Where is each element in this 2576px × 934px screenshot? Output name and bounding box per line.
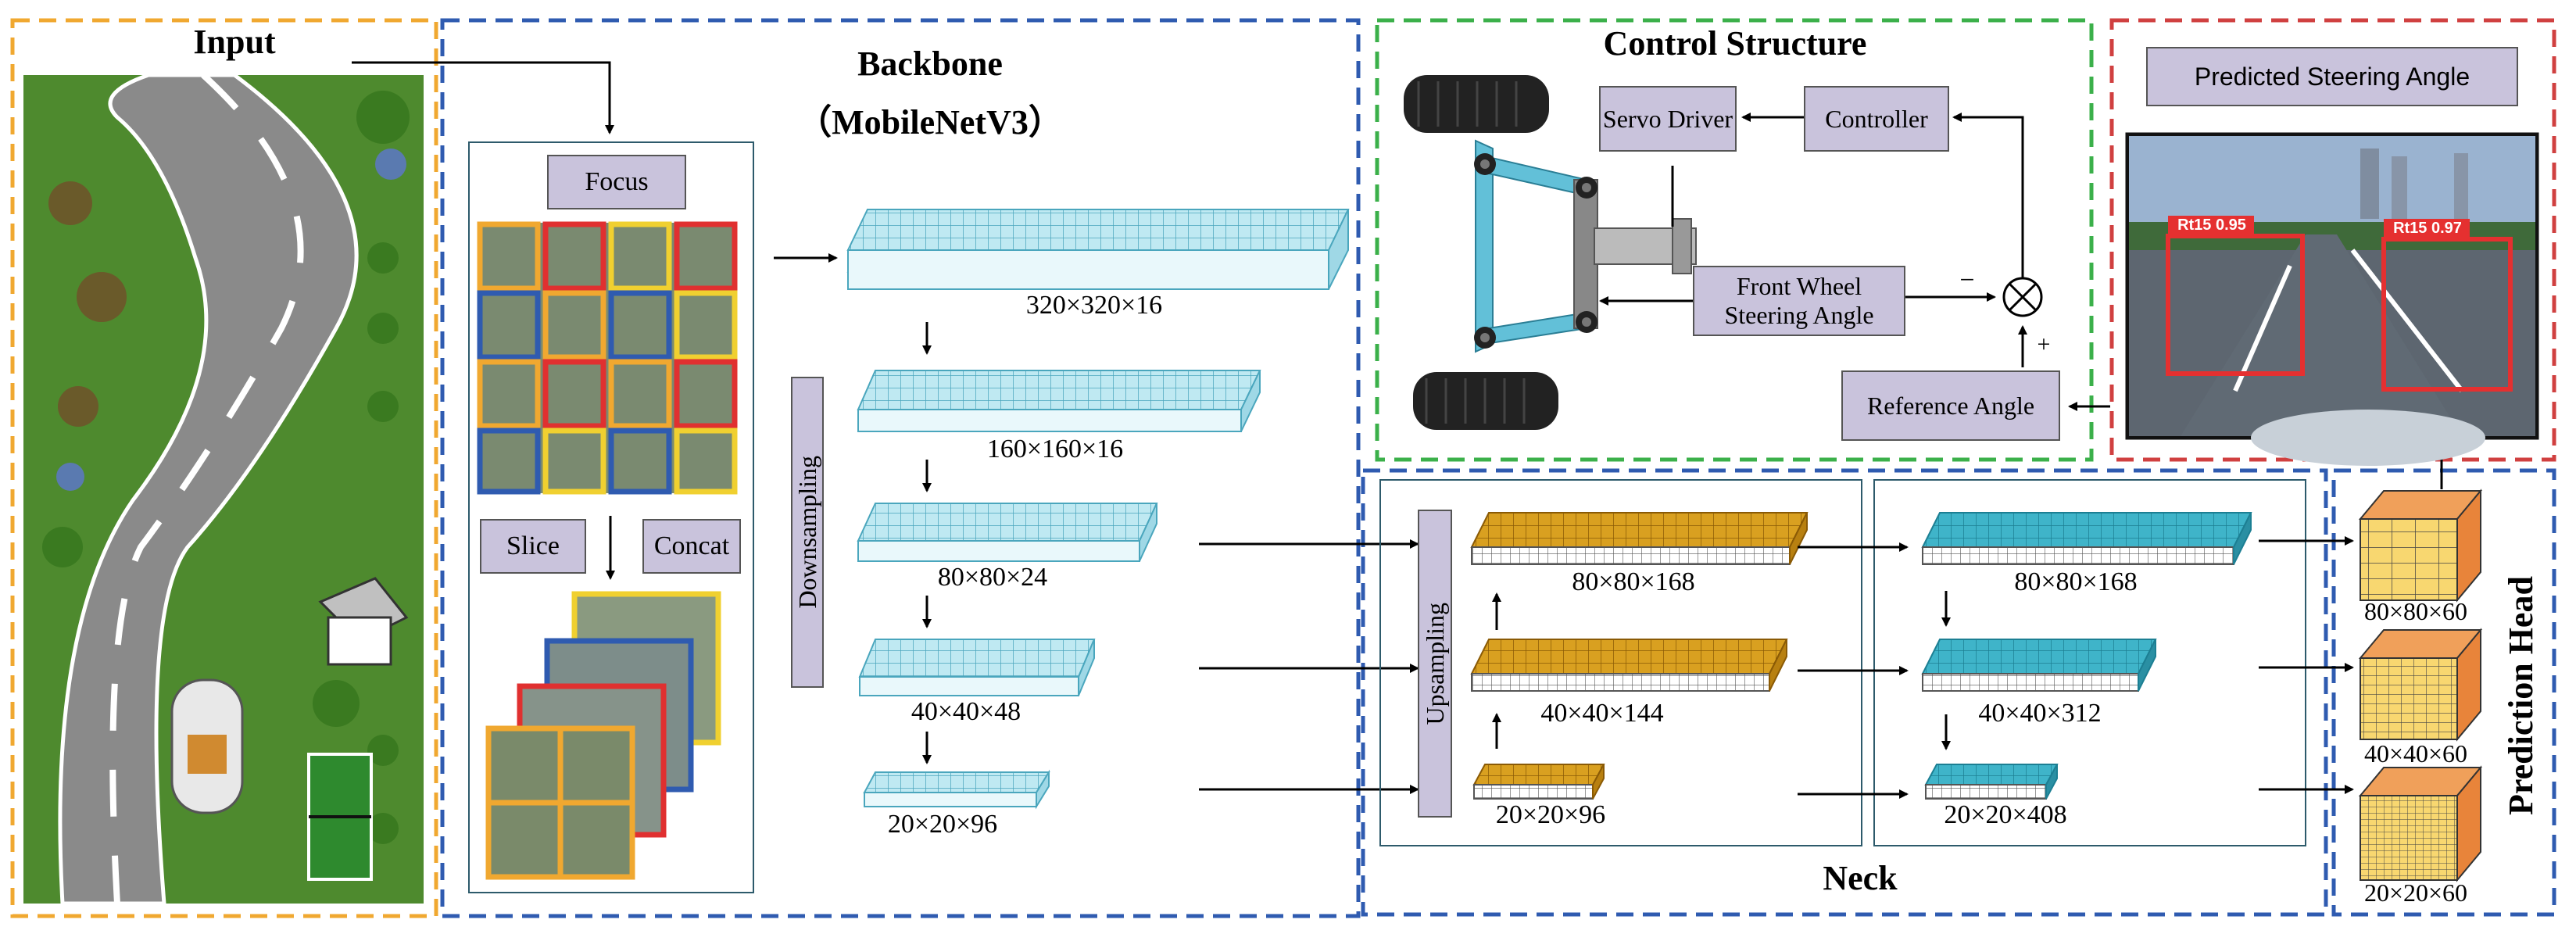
head-output-label-3: 20×20×60 (2363, 879, 2468, 907)
control-section-border (1375, 18, 2094, 462)
head-output-label-2: 40×40×60 (2363, 739, 2468, 768)
neck-gold-slab-20 (1472, 764, 1605, 800)
concat-label: Concat (642, 519, 741, 574)
controller-box: Controller (1804, 86, 1949, 152)
head-cube-80 (2358, 488, 2483, 603)
predicted-angle-label: Predicted Steering Angle (2146, 47, 2518, 106)
neck-title: Neck (1823, 859, 1898, 897)
neck-right-label-1: 80×80×168 (2014, 567, 2138, 596)
backbone-slab-320 (846, 209, 1350, 290)
backbone-layer-label-2: 160×160×16 (986, 435, 1124, 463)
neck-teal-slab-80 (1921, 512, 2252, 565)
neck-gold-slab-40 (1470, 639, 1788, 692)
road-scene-image (23, 73, 424, 906)
backbone-slab-160 (857, 370, 1261, 432)
detection-label-1: Rt15 0.95 (2177, 217, 2246, 234)
concat-image-stack (485, 591, 721, 880)
neck-left-panel (1379, 479, 1862, 846)
control-title: Control Structure (1603, 24, 1867, 63)
downsampling-label: Downsampling (791, 377, 824, 688)
neck-left-label-2: 40×40×144 (1540, 699, 1664, 728)
focus-patch-grid (477, 221, 738, 495)
backbone-layer-label-4: 40×40×48 (911, 697, 1021, 726)
backbone-slab-40 (858, 639, 1096, 696)
neck-section-border (1361, 468, 2328, 917)
backbone-subtitle: （MobileNetV3） (797, 103, 1063, 141)
slice-label: Slice (480, 519, 586, 574)
head-output-label-1: 80×80×60 (2363, 597, 2468, 625)
road-camera-image (2125, 132, 2539, 466)
chassis-illustration (1404, 75, 1697, 430)
neck-teal-slab-20 (1924, 764, 2059, 800)
focus-label: Focus (547, 155, 686, 209)
summing-junction (2002, 277, 2043, 317)
input-title: Input (193, 23, 276, 61)
backbone-section-border (440, 18, 1361, 918)
minus-sign: − (1959, 266, 1975, 295)
head-section-border (2331, 468, 2556, 917)
backbone-title: Backbone (857, 45, 1003, 83)
neck-left-label-3: 20×20×96 (1495, 800, 1606, 829)
servo-driver-box: Servo Driver (1599, 86, 1737, 152)
backbone-layer-label-5: 20×20×96 (887, 810, 998, 839)
focus-panel (468, 141, 754, 893)
upsampling-label: Upsampling (1418, 510, 1452, 818)
neck-right-panel (1873, 479, 2306, 846)
prediction-head-title: Prediction Head (2502, 576, 2540, 815)
backbone-slab-80 (857, 503, 1158, 562)
neck-teal-slab-40 (1921, 639, 2157, 692)
detection-label-2: Rt15 0.97 (2393, 220, 2462, 237)
backbone-slab-20 (863, 769, 1050, 810)
neck-gold-slab-80 (1470, 512, 1809, 565)
neck-right-label-2: 40×40×312 (1978, 699, 2102, 728)
front-wheel-angle-box: Front Wheel Steering Angle (1693, 266, 1905, 336)
neck-left-label-1: 80×80×168 (1572, 567, 1695, 596)
input-section-border (10, 18, 438, 918)
head-cube-40 (2358, 628, 2483, 742)
plus-sign: + (2037, 331, 2051, 357)
backbone-layer-label-3: 80×80×24 (937, 563, 1048, 592)
reference-angle-box: Reference Angle (1841, 370, 2060, 441)
neck-right-label-3: 20×20×408 (1944, 800, 2067, 829)
head-cube-20 (2358, 765, 2483, 882)
backbone-layer-label-1: 320×320×16 (1025, 291, 1163, 320)
